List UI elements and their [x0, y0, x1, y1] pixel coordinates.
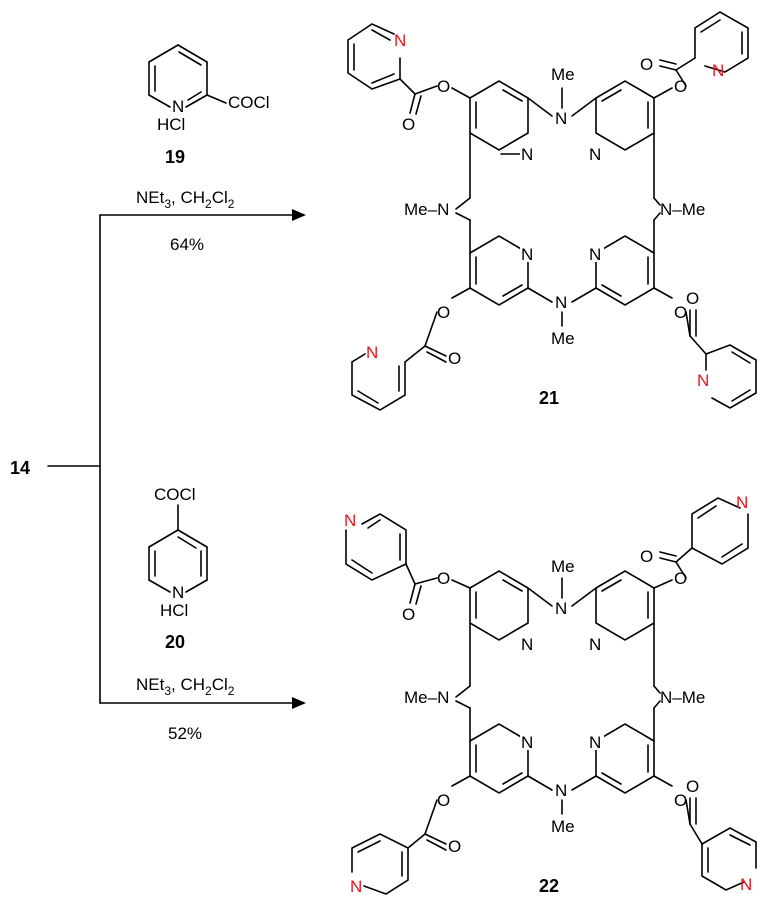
- reagent-20-cocl: COCl: [154, 485, 196, 504]
- reagent-20-structure: COCl N HCl: [148, 485, 208, 620]
- product-21-carbonyl-o-2: O: [640, 55, 653, 74]
- product-22-structure: N N N N N Me Me–N N–Me N Me O O O O O O: [344, 493, 757, 896]
- product-21-ring-n-1: N: [521, 145, 533, 164]
- reagent-19-number: 19: [165, 147, 185, 167]
- reagent-20-nitrogen: N: [172, 583, 184, 602]
- bottom-conditions: NEt3, CH2Cl2: [136, 675, 235, 698]
- product-22-number: 22: [539, 876, 559, 896]
- bottom-yield: 52%: [168, 724, 202, 743]
- product-21-bridge-n-bottom: N: [555, 293, 567, 312]
- reaction-arrows: [47, 209, 306, 709]
- reagent-19-hcl: HCl: [157, 115, 185, 134]
- product-21-ring-n-4: N: [589, 245, 601, 264]
- product-21-ester-o-4: O: [674, 303, 687, 322]
- reagent-20-hcl: HCl: [160, 601, 188, 620]
- product-21-ester-o-2: O: [674, 77, 687, 96]
- product-21-nme-right: N–Me: [660, 200, 705, 219]
- product-22-pendant-n-4: N: [740, 875, 752, 894]
- product-21-pendant-n-3: N: [366, 343, 378, 362]
- product-22-ester-o-3: O: [437, 791, 450, 810]
- product-22-ring-n-4: N: [589, 733, 601, 752]
- product-22-carbonyl-o-2: O: [640, 547, 653, 566]
- product-22-bridge-n-bottom: N: [555, 781, 567, 800]
- product-22-me-top: Me: [551, 557, 575, 576]
- product-22-carbonyl-o-1: O: [402, 605, 415, 624]
- product-21-ester-o-3: O: [437, 303, 450, 322]
- product-22-nme-right: N–Me: [660, 688, 705, 707]
- product-21-me-top: Me: [551, 65, 575, 84]
- product-21-carbonyl-o-1: O: [402, 115, 415, 134]
- product-22-ring-n-3: N: [521, 733, 533, 752]
- product-22-ring-n-2: N: [589, 635, 601, 654]
- reagent-19-structure: N HCl COCl: [148, 44, 270, 134]
- product-21-ring-n-3: N: [521, 245, 533, 264]
- product-21-structure: N N N N N Me Me–N N–Me N Me O O O O O O: [347, 11, 757, 411]
- product-21-carbonyl-o-3: O: [448, 349, 461, 368]
- product-22-carbonyl-o-4: O: [686, 777, 699, 796]
- product-21-carbonyl-o-4: O: [686, 289, 699, 308]
- product-21-number: 21: [539, 388, 559, 408]
- product-22-pendant-n-3: N: [350, 877, 362, 896]
- product-21-me-bottom: Me: [551, 329, 575, 348]
- product-22-ester-o-1: O: [437, 569, 450, 588]
- top-conditions: NEt3, CH2Cl2: [136, 188, 235, 211]
- product-22-me-bottom: Me: [551, 817, 575, 836]
- product-21-ester-o-1: O: [437, 77, 450, 96]
- start-compound-number: 14: [10, 458, 30, 478]
- product-22-ester-o-4: O: [674, 791, 687, 810]
- reagent-20-number: 20: [165, 632, 185, 652]
- product-21-pendant-n-2: N: [712, 61, 724, 80]
- reagent-19-nitrogen: N: [172, 97, 184, 116]
- product-21-nme-left: Me–N: [404, 200, 449, 219]
- product-22-bridge-n-top: N: [555, 599, 567, 618]
- product-22-ester-o-2: O: [674, 569, 687, 588]
- product-21-pendant-n-1: N: [394, 31, 406, 50]
- product-22-ring-n-1: N: [521, 635, 533, 654]
- top-yield: 64%: [170, 235, 204, 254]
- product-22-pendant-n-1: N: [344, 511, 356, 530]
- product-22-carbonyl-o-3: O: [448, 837, 461, 856]
- product-21-bridge-n-top: N: [555, 109, 567, 128]
- product-22-pendant-n-2: N: [736, 493, 748, 512]
- reagent-19-cocl: COCl: [228, 93, 270, 112]
- product-22-nme-left: Me–N: [404, 688, 449, 707]
- product-21-ring-n-2: N: [589, 145, 601, 164]
- product-21-pendant-n-4: N: [697, 371, 709, 390]
